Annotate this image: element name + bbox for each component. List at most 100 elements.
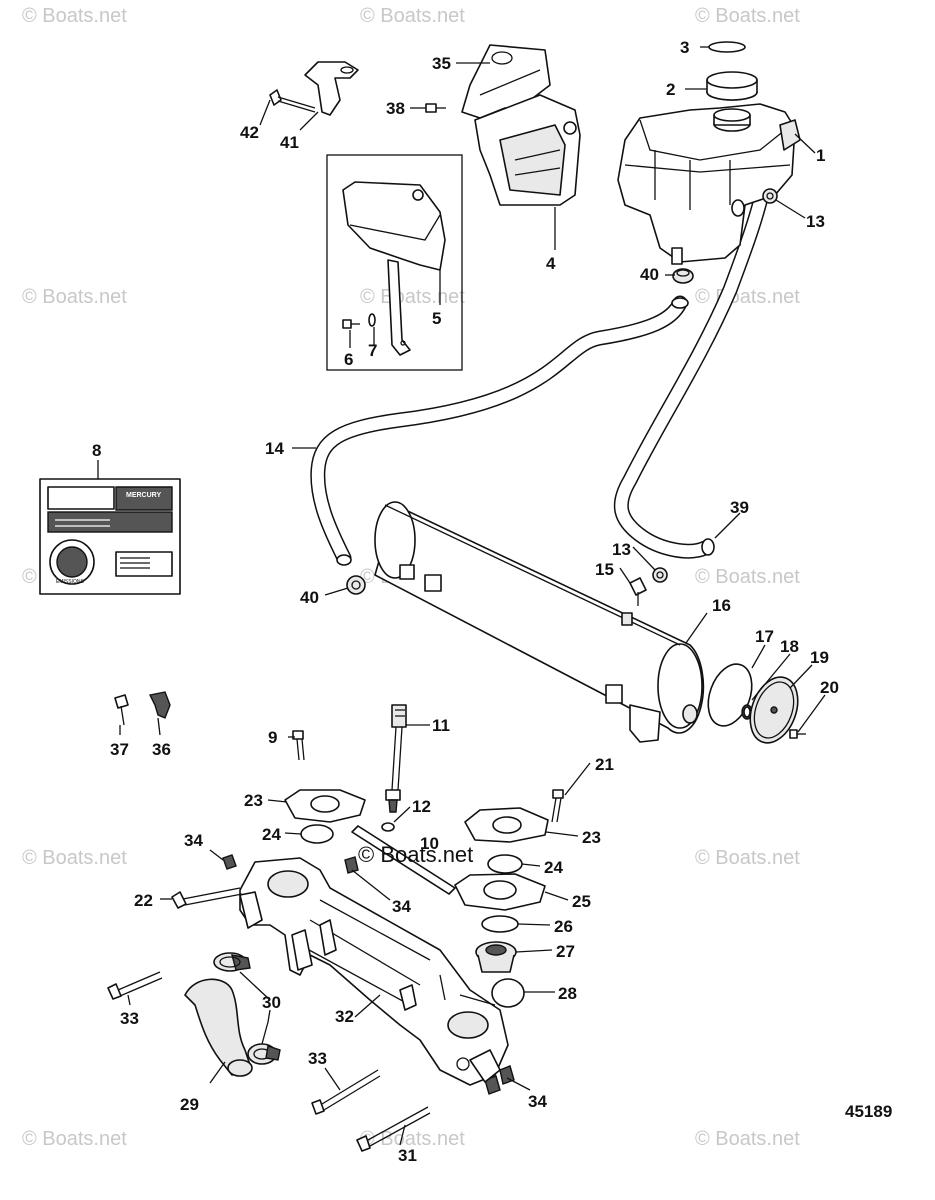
callout-22: 22 [134,891,153,910]
callout-31: 31 [398,1146,417,1165]
callout-5: 5 [432,309,441,328]
callout-21: 21 [595,755,614,774]
gasket-strip-10 [351,825,456,895]
callout-14: 14 [265,439,284,458]
callout-34-bottom: 34 [528,1092,547,1111]
o-ring-24-left [300,824,334,844]
clip-36 [148,691,171,719]
hose-clamp-40-top [672,268,694,284]
watermark: © Boats.net [695,1128,800,1150]
fitting-15 [629,577,647,606]
callout-32: 32 [335,1007,354,1026]
watermark: © Boats.net [22,1128,127,1150]
callout-42: 42 [240,123,259,142]
callout-30: 30 [262,993,281,1012]
watermark: © Boats.net [360,5,465,27]
callout-36: 36 [152,740,171,759]
callout-40-lower: 40 [300,588,319,607]
callout-25: 25 [572,892,591,911]
callout-40-top: 40 [640,265,659,284]
thermostat-27 [475,941,517,973]
callout-7: 7 [368,341,377,360]
callout-11: 11 [432,716,450,735]
callout-29: 29 [180,1095,199,1114]
callout-18: 18 [780,637,799,656]
screw-38 [425,103,446,113]
exhaust-manifold-32 [239,857,509,1086]
o-ring-28 [491,978,525,1008]
hose-clamp-13-lower [652,567,668,583]
diagram-number: 45189 [845,1102,892,1121]
washer-7 [368,313,376,327]
end-cap-19 [749,676,799,744]
callout-labels: 3 2 1 4 5 6 7 8 9 10 11 12 13 13 14 15 1… [92,38,839,1165]
kit-box [326,154,463,371]
bolt-22 [171,887,243,909]
hose-clamp-30-lower [247,1043,281,1065]
watermark: © Boats.net [695,566,800,588]
o-ring-12 [381,822,395,832]
bolt-33-left [107,971,163,1000]
plug-34-top [222,854,237,870]
callout-39: 39 [730,498,749,517]
callout-10: 10 [420,834,439,853]
gasket-17 [707,663,753,727]
hose-39 [613,167,774,559]
cap-gasket [708,41,746,53]
watermark: © Boats.net [695,286,800,308]
screw-20 [789,729,806,739]
leader-lines [97,46,826,1146]
callout-2: 2 [666,80,675,99]
bolt-21 [551,789,564,823]
callout-6: 6 [344,350,353,369]
o-ring-18 [741,704,753,720]
bracket-41 [304,61,359,116]
gasket-plate-23-right [464,807,549,843]
callout-12: 12 [412,797,431,816]
plug-34-mid [344,856,359,874]
callout-27: 27 [556,942,575,961]
reservoir-bracket-4 [474,94,581,206]
callout-23-left: 23 [244,791,263,810]
callout-16: 16 [712,596,731,615]
callout-13-top: 13 [806,212,825,231]
watermark: © Boats.net [22,286,127,308]
callout-35: 35 [432,54,451,73]
watermark: © Boats.net [695,5,800,27]
watermark: © Boats.net [360,286,465,308]
bolt-42 [269,89,316,113]
callout-24-right: 24 [544,858,563,877]
heat-exchanger-16 [374,501,705,743]
hose-14 [310,295,689,566]
bolt-31 [356,1106,431,1152]
screw-37 [114,694,129,726]
callout-38: 38 [386,99,405,118]
callout-34-mid: 34 [392,897,411,916]
callout-28: 28 [558,984,577,1003]
callout-19: 19 [810,648,829,667]
pressure-cap [706,71,758,101]
o-ring-26 [481,915,519,933]
center-watermark: © Boats.net [358,842,473,867]
bracket-5 [342,181,446,356]
watermark: © Boats.net [360,1128,465,1150]
hose-29 [184,978,253,1077]
callout-33-left: 33 [120,1009,139,1028]
hose-clamp-13-top [762,188,778,204]
callout-20: 20 [820,678,839,697]
gasket-plate-23-left [284,789,366,823]
callout-34-top: 34 [184,831,203,850]
callout-3: 3 [680,38,689,57]
screw-6 [342,319,360,329]
coolant-reservoir [617,103,801,265]
callout-37: 37 [110,740,129,759]
temperature-sensor-11 [385,704,407,813]
plate-25 [454,873,546,911]
callout-33-right: 33 [308,1049,327,1068]
callout-1: 1 [816,146,825,165]
decal-brand: MERCURY [126,492,161,499]
callout-15: 15 [595,560,614,579]
watermark: © Boats.net [22,5,127,27]
callout-23-right: 23 [582,828,601,847]
